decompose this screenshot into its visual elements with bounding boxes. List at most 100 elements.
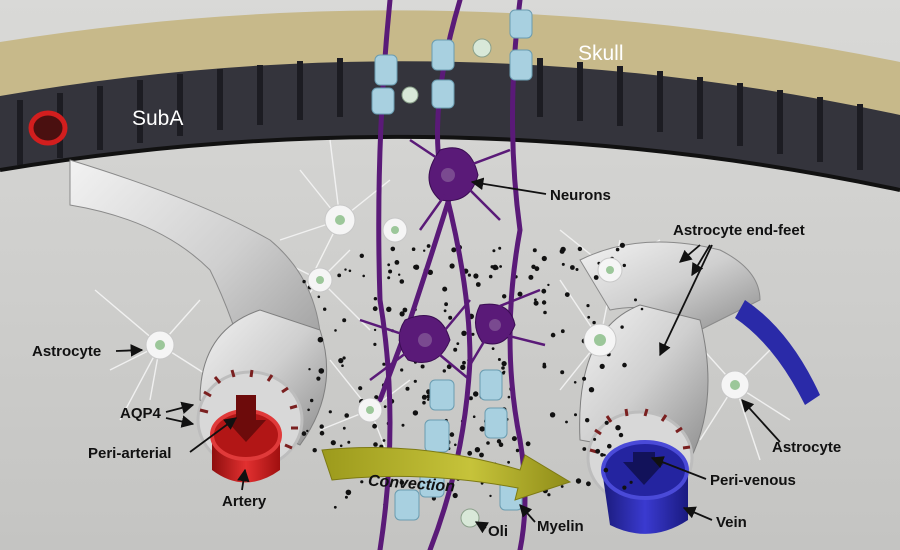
- solute-particle: [592, 320, 596, 325]
- solute-particle: [401, 423, 405, 427]
- solute-particle: [453, 347, 458, 352]
- solute-particle: [345, 489, 352, 496]
- solute-particle: [446, 364, 452, 370]
- solute-particle: [593, 437, 597, 441]
- solute-particle: [615, 425, 621, 431]
- solute-particle: [448, 315, 453, 320]
- solute-particle: [342, 426, 346, 430]
- solute-particle: [499, 265, 502, 268]
- solute-particle: [560, 329, 565, 334]
- solute-particle: [488, 274, 493, 279]
- solute-particle: [573, 381, 577, 384]
- solute-particle: [472, 415, 476, 419]
- solute-particle: [412, 410, 419, 416]
- solute-particle: [593, 275, 599, 280]
- solute-particle: [471, 332, 475, 336]
- solute-particle: [550, 332, 556, 338]
- solute-particle: [462, 360, 466, 365]
- solute-particle: [413, 264, 418, 270]
- solute-particle: [600, 453, 604, 457]
- solute-particle: [444, 302, 448, 307]
- solute-particle: [492, 249, 496, 253]
- solute-particle: [501, 366, 505, 370]
- solute-particle: [334, 329, 337, 332]
- solute-particle: [565, 420, 568, 424]
- artery-flow-arrow: [226, 395, 266, 442]
- solute-particle: [473, 273, 479, 279]
- solute-particle: [547, 493, 551, 497]
- solute-particle: [549, 412, 556, 418]
- solute-particle: [622, 485, 627, 490]
- solute-particle: [387, 276, 391, 280]
- solute-particle: [427, 398, 430, 401]
- solute-particle: [373, 328, 377, 332]
- solute-particle: [542, 364, 547, 369]
- solute-particle: [344, 413, 350, 418]
- solute-particle: [452, 492, 458, 499]
- aqp4-label: AQP4: [120, 405, 162, 422]
- solute-particle: [634, 298, 637, 302]
- solute-particle: [460, 364, 466, 370]
- solute-particle: [344, 495, 348, 499]
- solute-particle: [317, 336, 324, 343]
- solute-particle: [372, 423, 377, 429]
- solute-particle: [420, 364, 425, 369]
- solute-particle: [473, 391, 479, 397]
- solute-particle: [319, 424, 324, 429]
- solute-particle: [399, 480, 405, 485]
- solute-particle: [629, 480, 633, 484]
- astrocyte-left-label: Astrocyte: [32, 343, 101, 360]
- solute-particle: [426, 244, 431, 248]
- solute-particle: [383, 405, 387, 408]
- solute-particle: [373, 442, 378, 447]
- suba-label: SubA: [132, 107, 183, 130]
- solute-particle: [517, 291, 523, 297]
- solute-particle: [308, 368, 311, 371]
- solute-particle: [359, 253, 364, 258]
- solute-particle: [622, 263, 626, 268]
- solute-particle: [328, 410, 332, 414]
- solute-particle: [599, 363, 605, 369]
- solute-particle: [507, 395, 511, 399]
- solute-particle: [318, 368, 325, 374]
- solute-particle: [564, 292, 570, 297]
- solute-particle: [394, 260, 400, 265]
- solute-particle: [449, 263, 455, 269]
- solute-particle: [577, 246, 583, 252]
- solute-particle: [342, 318, 347, 323]
- astrocyte-right-label: Astrocyte: [772, 439, 841, 456]
- solute-particle: [312, 448, 317, 453]
- solute-particle: [588, 387, 595, 393]
- solute-particle: [515, 448, 520, 453]
- solute-particle: [301, 431, 307, 436]
- solute-particle: [585, 418, 590, 423]
- solute-particle: [607, 443, 612, 449]
- convection-label: Convection: [367, 473, 455, 496]
- solute-particle: [317, 295, 321, 299]
- solute-particle: [422, 400, 426, 405]
- solute-particle: [399, 311, 405, 317]
- solute-particle: [402, 307, 408, 313]
- solute-particle: [388, 269, 393, 274]
- solute-particle: [479, 426, 485, 432]
- solute-particle: [405, 386, 410, 391]
- solute-particle: [560, 246, 566, 253]
- solute-particle: [347, 440, 351, 444]
- solute-particle: [338, 358, 344, 364]
- solute-particle: [498, 246, 502, 250]
- solute-particle: [333, 505, 337, 509]
- solute-particle: [442, 286, 448, 292]
- solute-particle: [582, 376, 587, 381]
- solute-particle: [390, 246, 396, 252]
- convection-arrow: [321, 447, 572, 501]
- pointer-arrows: [115, 177, 781, 534]
- solute-particle: [486, 441, 490, 445]
- solute-particle: [467, 450, 473, 456]
- solute-particle: [570, 265, 575, 270]
- myelin-segments: [371, 9, 533, 521]
- solute-particle: [531, 264, 536, 269]
- solute-particle: [511, 436, 517, 442]
- solute-particle: [451, 247, 457, 253]
- solute-particle: [344, 268, 347, 271]
